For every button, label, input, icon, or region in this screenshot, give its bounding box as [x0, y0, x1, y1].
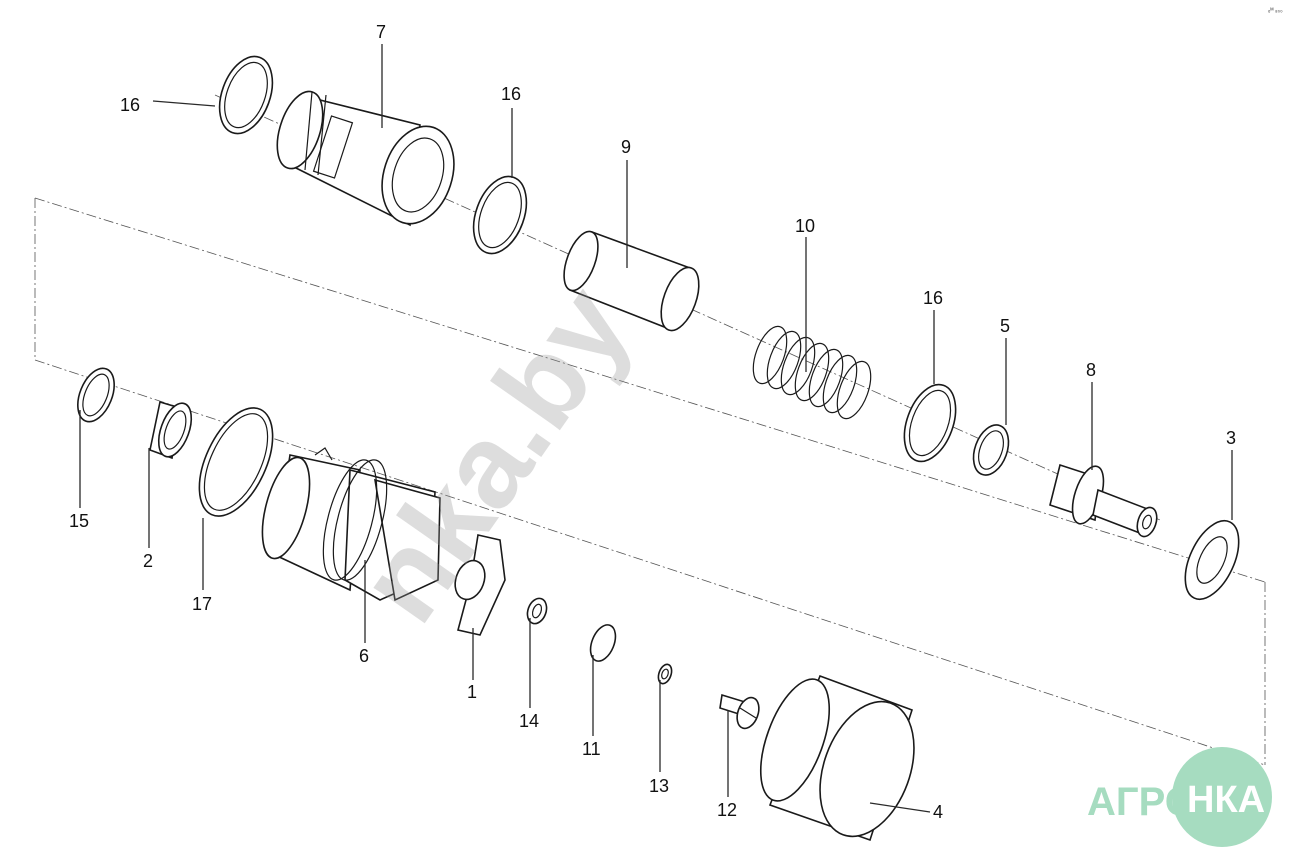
- part-7-sleeve: [276, 90, 455, 227]
- callout-2: 2: [143, 551, 153, 571]
- part-2-bushing: [149, 400, 193, 460]
- callout-3: 3: [1226, 428, 1236, 448]
- callout-14: 14: [519, 711, 539, 731]
- part-11-snap-ring: [589, 624, 617, 662]
- part-15-ring: [77, 367, 115, 423]
- callout-8: 8: [1086, 360, 1096, 380]
- callout-16-right: 16: [923, 288, 943, 308]
- part-14-washer: [526, 597, 548, 625]
- part-12-screw: [719, 693, 760, 730]
- callout-6: 6: [359, 646, 369, 666]
- part-16-oring-right: [903, 383, 957, 463]
- callout-13: 13: [649, 776, 669, 796]
- part-4-cap: [759, 674, 915, 842]
- callout-17: 17: [192, 594, 212, 614]
- callout-16-mid: 16: [501, 84, 521, 104]
- callout-1: 1: [467, 682, 477, 702]
- part-5-washer: [972, 424, 1010, 476]
- leader-lines: [79, 44, 1233, 813]
- part-16-oring-mid: [472, 175, 528, 255]
- part-16-oring-top: [218, 55, 274, 135]
- part-10-spring: [752, 325, 872, 420]
- callout-4: 4: [933, 802, 943, 822]
- part-13-washer: [657, 663, 673, 685]
- callout-15: 15: [69, 511, 89, 531]
- callout-11: 11: [582, 739, 601, 759]
- part-1-wing-handle: [454, 534, 506, 636]
- callout-9: 9: [621, 137, 631, 157]
- part-8-valve-stem: [1049, 463, 1158, 538]
- callout-labels: 16 7 16 9 10 16 5 8 3 15 2 17 6 1 14 11 …: [69, 22, 1236, 822]
- part-3-flat-washer: [1184, 520, 1240, 600]
- logo-badge-text: НКА: [1187, 779, 1265, 821]
- corner-mark: ₆ᴹ ₈₀₀: [1268, 7, 1283, 14]
- callout-5: 5: [1000, 316, 1010, 336]
- logo-badge-circle: [1172, 747, 1272, 847]
- part-9-tube: [563, 230, 700, 332]
- part-17-oring: [198, 407, 274, 517]
- callout-10: 10: [795, 216, 815, 236]
- callout-16-top: 16: [120, 95, 140, 115]
- callout-7: 7: [376, 22, 386, 42]
- part-6-body: [261, 447, 441, 602]
- callout-12: 12: [717, 800, 737, 820]
- agronka-logo: АГРО НКА: [1087, 747, 1272, 847]
